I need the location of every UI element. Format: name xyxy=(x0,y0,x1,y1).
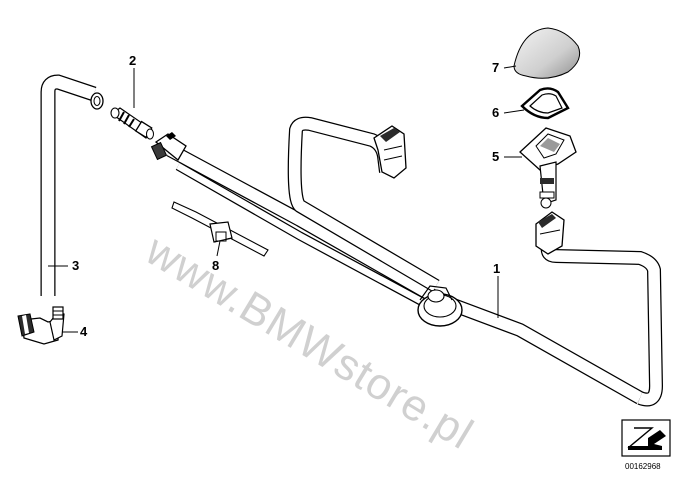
callout-4: 4 xyxy=(80,324,88,339)
part-2-connector xyxy=(110,107,154,140)
part-4-elbow-connector xyxy=(17,306,65,345)
part-3-hose xyxy=(40,74,104,296)
part-7-cover xyxy=(513,27,581,79)
part-6-seal xyxy=(520,87,570,120)
part-1-hose-assembly xyxy=(150,116,664,407)
diagram-number: 00162968 xyxy=(625,462,661,471)
callout-7: 7 xyxy=(492,60,500,75)
leader-8 xyxy=(216,240,221,257)
callout-6: 6 xyxy=(492,105,500,120)
callout-3: 3 xyxy=(72,258,80,273)
part-5-washer-nozzle xyxy=(519,127,577,209)
leader-6 xyxy=(503,109,525,114)
callout-5: 5 xyxy=(492,149,500,164)
callout-1: 1 xyxy=(493,261,501,276)
orientation-symbol xyxy=(621,419,671,457)
callout-2: 2 xyxy=(129,53,137,68)
part-8-cable-tie xyxy=(171,201,269,257)
leader-lines xyxy=(48,65,525,333)
leader-7 xyxy=(503,65,517,69)
callout-8: 8 xyxy=(212,258,220,273)
